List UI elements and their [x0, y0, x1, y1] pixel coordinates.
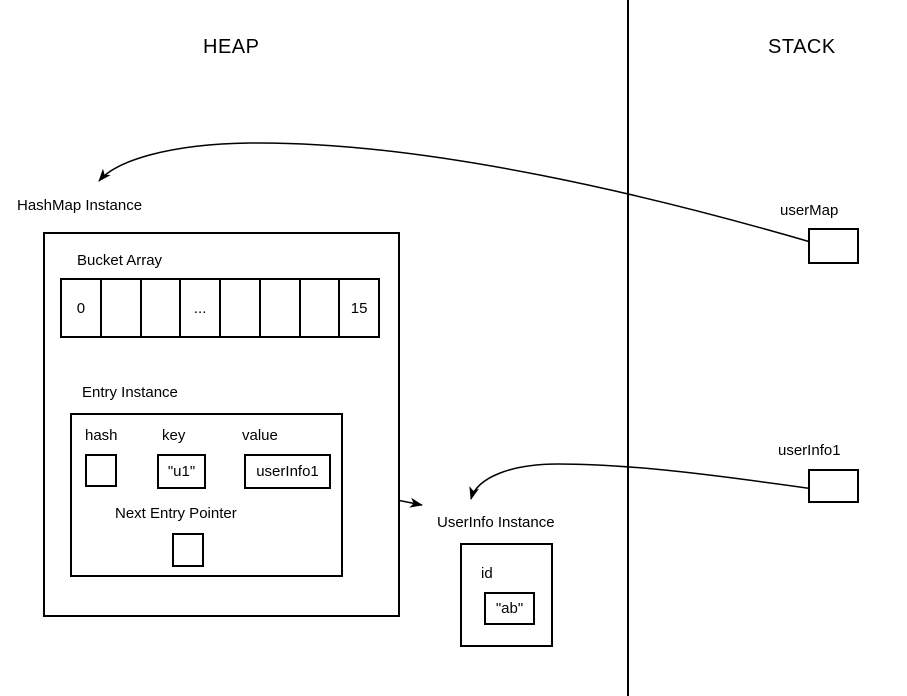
hashmap-instance-label: HashMap Instance — [17, 197, 143, 214]
userinfo-id-label: id — [481, 565, 493, 582]
bucket-cell-1 — [102, 280, 142, 336]
arrow-usermap-to-hashmap — [98, 142, 815, 244]
bucket-cell-4 — [221, 280, 261, 336]
bucket-cell-5 — [261, 280, 301, 336]
bucket-cell-6 — [301, 280, 341, 336]
entry-value-value-box: userInfo1 — [244, 454, 331, 489]
heap-region-title: HEAP — [203, 36, 260, 58]
entry-key-value-box: "u1" — [157, 454, 206, 489]
stack-usermap-label: userMap — [780, 202, 839, 219]
entry-instance-label: Entry Instance — [82, 384, 178, 401]
stack-userinfo1-box — [808, 469, 859, 503]
next-entry-pointer-label: Next Entry Pointer — [115, 505, 237, 522]
stack-region-title: STACK — [768, 36, 836, 58]
entry-key-label: key — [162, 427, 186, 444]
bucket-cell-2 — [142, 280, 182, 336]
entry-hash-label: hash — [85, 427, 118, 444]
arrow-userinfo1-to-userinfo-instance — [469, 463, 815, 500]
userinfo-id-value-box: "ab" — [484, 592, 535, 625]
entry-value-label: value — [242, 427, 278, 444]
entry-hash-slot — [85, 454, 117, 487]
bucket-cell-0: 0 — [62, 280, 102, 336]
bucket-cell-3: ... — [181, 280, 221, 336]
bucket-array-label: Bucket Array — [77, 252, 163, 269]
bucket-array: 0 ... 15 — [60, 278, 380, 338]
userinfo-instance-label: UserInfo Instance — [437, 514, 555, 531]
next-entry-pointer-slot — [172, 533, 204, 567]
userinfo-instance-box — [460, 543, 553, 647]
stack-userinfo1-label: userInfo1 — [778, 442, 841, 459]
heap-stack-divider — [627, 0, 629, 696]
stack-usermap-box — [808, 228, 859, 264]
bucket-cell-7: 15 — [350, 299, 368, 317]
entry-instance-box — [70, 413, 343, 577]
